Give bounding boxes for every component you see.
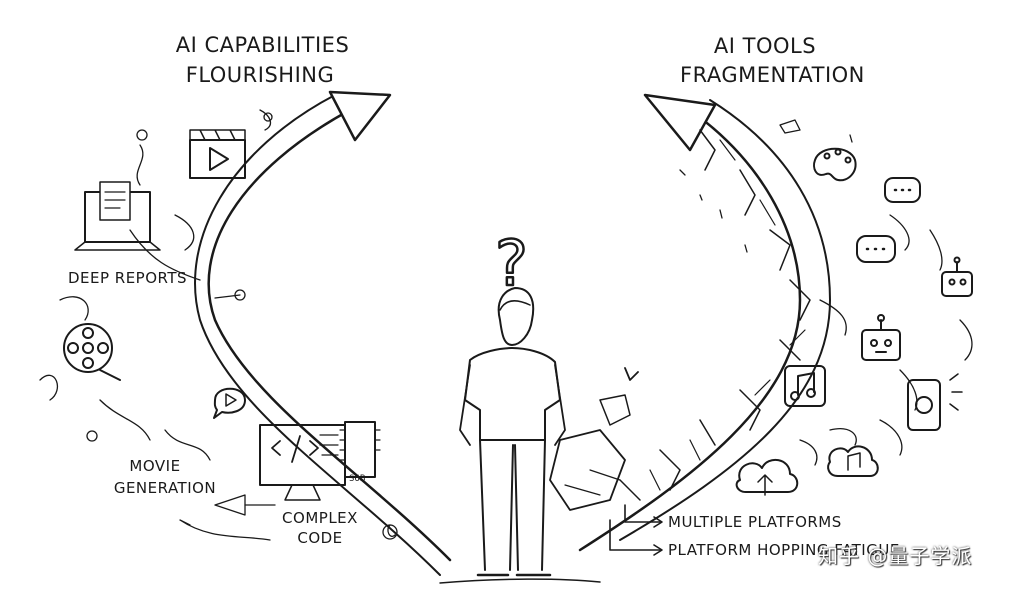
deep-reports-label: DEEP REPORTS xyxy=(67,269,188,287)
movie-label-line1: MOVIE xyxy=(129,457,181,475)
chat-bubble-icon xyxy=(856,177,921,263)
flourishing-arrow xyxy=(194,90,452,576)
phone-icon xyxy=(907,373,963,431)
fragmentation-arrow xyxy=(549,93,831,552)
right-title-line1: AI TOOLS xyxy=(713,34,817,58)
person-icon xyxy=(439,287,601,584)
platform-pointers xyxy=(609,504,663,556)
chip-icon xyxy=(339,421,381,478)
left-title-line2: FLOURISHING xyxy=(185,63,335,87)
platform-hopping-label: PLATFORM HOPPING FATIGUE xyxy=(668,541,900,559)
left-swirls xyxy=(39,109,398,541)
film-reel-icon xyxy=(63,323,121,381)
left-title-line1: AI CAPABILITIES xyxy=(175,33,350,57)
right-title-line2: FRAGMENTATION xyxy=(680,63,865,87)
robot-icon xyxy=(861,256,973,361)
code-label-line1: COMPLEX xyxy=(282,509,358,527)
play-bubble-icon xyxy=(213,387,246,419)
watermark: 知乎 @量子学派 xyxy=(818,544,973,568)
multiple-platforms-label: MULTIPLE PLATFORMS xyxy=(668,513,842,531)
palette-icon xyxy=(813,147,857,182)
code-monitor-icon xyxy=(259,424,346,501)
cloud-icon xyxy=(735,445,879,496)
question-mark: ? xyxy=(495,227,528,300)
chip-label: S6B xyxy=(349,474,365,484)
music-note-icon xyxy=(784,365,826,407)
clapperboard-icon xyxy=(189,129,246,179)
movie-label-line2: GENERATION xyxy=(113,479,217,497)
code-label-line2: CODE xyxy=(297,529,343,547)
right-swirls xyxy=(624,119,973,466)
laptop-report-icon xyxy=(74,181,161,251)
